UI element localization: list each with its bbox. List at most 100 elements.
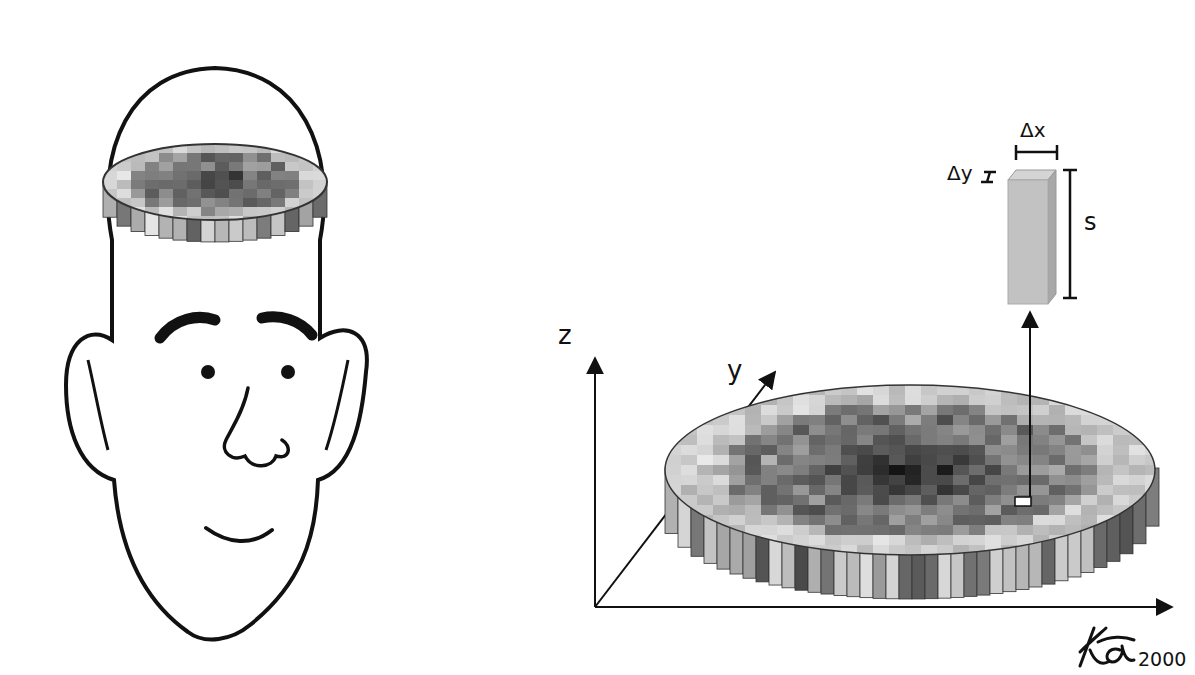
voxel-pixel (953, 485, 970, 496)
rim-segment (938, 552, 951, 598)
voxel-pixel (761, 465, 778, 476)
voxel-pixel (713, 475, 730, 486)
voxel-pixel (215, 171, 230, 181)
voxel-pixel (697, 475, 714, 486)
voxel-pixel (697, 485, 714, 496)
voxel-pixel (681, 535, 698, 546)
voxel-pixel (1113, 495, 1130, 506)
voxel-pixel (215, 180, 230, 190)
voxel-pixel (1001, 455, 1018, 466)
voxel-pixel (1017, 475, 1034, 486)
rim-segment (769, 538, 782, 586)
voxel-pixel (873, 535, 890, 546)
voxel-pixel (921, 485, 938, 496)
voxel-pixel (777, 515, 794, 526)
voxel-pixel (969, 505, 986, 516)
voxel-pixel (1113, 445, 1130, 456)
voxel-pixel (953, 415, 970, 426)
voxel-pixel (857, 445, 874, 456)
voxel-pixel (889, 405, 906, 416)
voxel-pixel (173, 162, 188, 172)
voxel-pixel (873, 525, 890, 536)
voxel-pixel (1081, 445, 1098, 456)
voxel-pixel (729, 515, 746, 526)
voxel-pixel (889, 415, 906, 426)
voxel-pixel (665, 385, 682, 396)
voxel-pixel (697, 445, 714, 456)
rim-segment (886, 553, 899, 599)
voxel-pixel (793, 505, 810, 516)
voxel-pixel (745, 435, 762, 446)
voxel-pixel (1097, 525, 1114, 536)
eye (201, 365, 215, 379)
voxel-pixel (1049, 425, 1066, 436)
voxel-pixel (1113, 525, 1130, 536)
voxel-pixel (1097, 505, 1114, 516)
voxel-pixel (1017, 445, 1034, 456)
voxel-pixel (777, 545, 794, 556)
voxel-pixel (665, 495, 682, 506)
voxel-pixel (761, 505, 778, 516)
voxel-pixel (201, 162, 216, 172)
voxel-pixel (761, 425, 778, 436)
voxel-pixel (1097, 385, 1114, 396)
voxel-pixel (969, 485, 986, 496)
voxel-pixel (841, 455, 858, 466)
voxel-pixel (809, 515, 826, 526)
voxel-pixel (1065, 465, 1082, 476)
voxel-pixel (889, 385, 906, 396)
voxel-pixel (745, 425, 762, 436)
voxel-pixel (201, 153, 216, 163)
voxel-pixel (1001, 535, 1018, 546)
voxel-pixel (665, 545, 682, 556)
voxel-pixel (1033, 505, 1050, 516)
rim-segment (1029, 540, 1042, 587)
voxel-pixel (215, 198, 230, 208)
voxel-pixel (1129, 445, 1146, 456)
voxel-pixel (809, 415, 826, 426)
voxel-pixel (729, 535, 746, 546)
voxel-pixel (729, 485, 746, 496)
voxel-pixel (131, 180, 146, 190)
voxel-pixel (1145, 505, 1162, 516)
voxel-pixel (229, 162, 244, 172)
rim-segment (899, 553, 912, 599)
rim-segment (990, 547, 1003, 594)
voxel-pixel (1033, 475, 1050, 486)
voxel-pixel (681, 515, 698, 526)
voxel-pixel (745, 455, 762, 466)
nose (224, 388, 288, 466)
voxel-pixel (1017, 425, 1034, 436)
rim-segment (834, 549, 847, 596)
voxel-pixel (777, 505, 794, 516)
voxel-pixel (1145, 435, 1162, 446)
voxel-pixel (921, 445, 938, 456)
voxel-pixel (697, 455, 714, 466)
voxel-pixel (745, 505, 762, 516)
voxel-pixel (1081, 515, 1098, 526)
voxel-pixel (1097, 405, 1114, 416)
voxel-pixel (1065, 385, 1082, 396)
voxel-pixel (665, 525, 682, 536)
voxel-pixel (953, 525, 970, 536)
voxel-pixel (117, 171, 132, 181)
voxel-pixel (173, 198, 188, 208)
voxel-pixel (937, 465, 954, 476)
voxel-pixel (1113, 465, 1130, 476)
voxel-pixel (761, 475, 778, 486)
voxel-pixel (937, 495, 954, 506)
voxel-pixel (145, 216, 160, 226)
voxel-pixel (953, 425, 970, 436)
voxel-pixel (1049, 435, 1066, 446)
voxel-pixel (905, 545, 922, 556)
voxel-pixel (697, 495, 714, 506)
voxel-pixel (969, 425, 986, 436)
voxel-pixel (985, 455, 1002, 466)
voxel-pixel (1001, 415, 1018, 426)
voxel-pixel (809, 535, 826, 546)
voxel-pixel (665, 405, 682, 416)
voxel-pixel (243, 162, 258, 172)
voxel-pixel (873, 485, 890, 496)
voxel-pixel (1145, 385, 1162, 396)
